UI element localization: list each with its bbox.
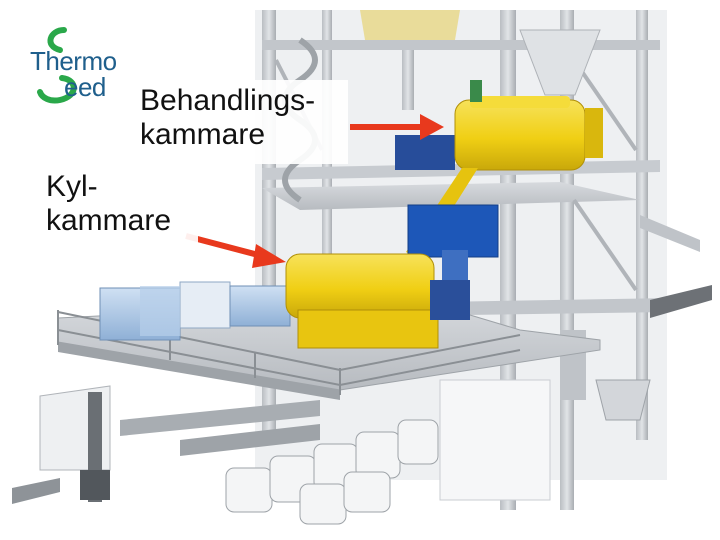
label-cooling-line2: kammare: [46, 204, 192, 238]
logo-text-line2: eed: [64, 74, 106, 100]
label-cooling-chamber: Kyl- kammare: [40, 168, 198, 252]
label-treatment-line1: Behandlings-: [140, 84, 342, 118]
logo-text-line1: Thermo: [30, 48, 117, 74]
blue-bin: [408, 205, 498, 257]
label-treatment-line2: kammare: [140, 118, 342, 152]
label-cooling-line1: Kyl-: [46, 170, 192, 204]
label-treatment-chamber: Behandlings- kammare: [134, 80, 348, 164]
thermoseed-logo: Thermo eed: [20, 22, 130, 112]
